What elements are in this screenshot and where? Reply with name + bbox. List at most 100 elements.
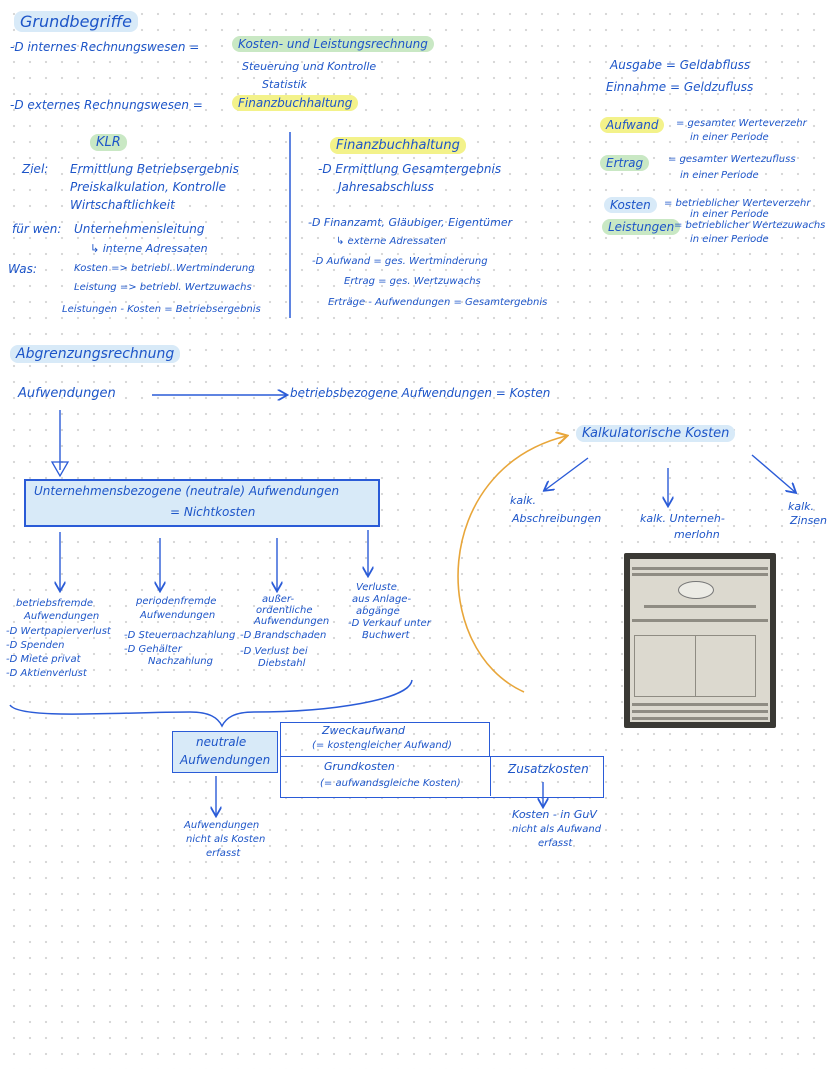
klr-was-3: Leistungen - Kosten = Betriebsergebnis bbox=[62, 304, 261, 315]
note-left-3: erfasst bbox=[206, 848, 241, 859]
klr-wen-1: Unternehmensleitung bbox=[74, 222, 205, 236]
cat1-line-1: betriebsfremde bbox=[16, 598, 94, 609]
def-leistungen-1: = betrieblicher Wertezuwachs bbox=[674, 220, 826, 231]
zusatzkosten-label: Zusatzkosten bbox=[508, 762, 589, 776]
klr-was-2: Leistung => betriebl. Wertzuwachs bbox=[74, 282, 252, 293]
cat4-line-2: aus Anlage- bbox=[352, 594, 412, 605]
klr-was-label: Was: bbox=[8, 262, 37, 276]
grundkosten-title: Grundkosten bbox=[324, 760, 395, 773]
photo-diagram-oval bbox=[678, 581, 714, 599]
def-aufwand-1: = gesamter Werteverzehr bbox=[676, 118, 807, 129]
neutrale-line-1: neutrale bbox=[196, 735, 247, 749]
cat1-item-4: -D Aktienverlust bbox=[6, 668, 87, 679]
fibu-line-3: -D Finanzamt, Gläubiger, Eigentümer bbox=[308, 216, 513, 229]
kalk-item-2-line-1: kalk. Unterneh- bbox=[640, 512, 725, 525]
external-accounting-label: -D externes Rechnungswesen = bbox=[10, 98, 203, 112]
cat1-item-1: -D Wertpapierverlust bbox=[6, 626, 111, 637]
betriebsbezogen-label: betriebsbezogene Aufwendungen = Kosten bbox=[290, 386, 551, 400]
photo-text-line bbox=[632, 703, 768, 706]
def-aufwand-2: in einer Periode bbox=[690, 132, 769, 143]
cat2-item-3: Nachzahlung bbox=[148, 656, 213, 667]
klr-heading: KLR bbox=[90, 134, 127, 151]
klr-wen-2: ↳ interne Adressaten bbox=[90, 242, 208, 255]
cat3-line-3: Aufwendungen bbox=[254, 616, 330, 627]
grundkosten-box bbox=[280, 756, 604, 798]
cat1-item-3: -D Miete privat bbox=[6, 654, 81, 665]
cat4-line-3: abgänge bbox=[356, 606, 400, 617]
klr-wen-label: für wen: bbox=[12, 222, 62, 236]
photo-table bbox=[634, 635, 756, 697]
photo-text-line bbox=[632, 567, 768, 570]
kalk-item-1-line-2: Abschreibungen bbox=[512, 512, 602, 525]
photo-text-line bbox=[632, 710, 768, 713]
internal-accounting-value: Kosten- und Leistungsrechnung bbox=[232, 36, 434, 52]
internal-accounting-label: -D internes Rechnungswesen = bbox=[10, 40, 200, 54]
cat4-item-1: -D Verkauf unter bbox=[348, 618, 431, 629]
section-title-grundbegriffe: Grundbegriffe bbox=[14, 11, 138, 32]
fibu-line-6: Ertrag = ges. Wertzuwachs bbox=[344, 276, 481, 287]
def-leistungen-2: in einer Periode bbox=[690, 234, 769, 245]
def-ertrag-1: = gesamter Wertezufluss bbox=[668, 154, 796, 165]
kalk-heading: Kalkulatorische Kosten bbox=[576, 425, 736, 442]
term-ertrag: Ertrag bbox=[600, 155, 650, 171]
external-accounting-value: Finanzbuchhaltung bbox=[232, 95, 359, 111]
cat2-item-1: -D Steuernachzahlung bbox=[124, 630, 236, 641]
zweckaufwand-title: Zweckaufwand bbox=[322, 724, 405, 737]
note-left-2: nicht als Kosten bbox=[186, 834, 266, 845]
neutrale-aufwendungen-box bbox=[172, 731, 278, 773]
note-left-1: Aufwendungen bbox=[184, 820, 260, 831]
cat4-line-1: Verluste bbox=[356, 582, 397, 593]
photo-text-line bbox=[632, 573, 768, 576]
grundkosten-sub: (= aufwandsgleiche Kosten) bbox=[320, 778, 461, 789]
cat1-item-2: -D Spenden bbox=[6, 640, 65, 651]
term-aufwand: Aufwand bbox=[600, 117, 665, 133]
klr-was-1: Kosten => betriebl. Wertminderung bbox=[74, 263, 255, 274]
klr-ziel-1: Ermittlung Betriebsergebnis bbox=[70, 162, 239, 176]
cat3-line-2: ordentliche bbox=[256, 605, 313, 616]
aufwendungen-label: Aufwendungen bbox=[18, 386, 116, 401]
cat2-line-2: Aufwendungen bbox=[140, 610, 216, 621]
term-leistungen: Leistungen bbox=[602, 219, 681, 235]
photo-text-line bbox=[644, 605, 756, 608]
neutral-expenses-box bbox=[24, 479, 380, 527]
cat2-line-1: periodenfremde bbox=[136, 596, 217, 607]
neutrale-line-2: Aufwendungen bbox=[180, 753, 271, 767]
klr-ziel-label: Ziel: bbox=[22, 162, 49, 176]
cat2-item-2: -D Gehälter bbox=[124, 644, 182, 655]
cat1-line-2: Aufwendungen bbox=[24, 611, 100, 622]
internal-sub-2: Statistik bbox=[262, 78, 307, 91]
term-kosten: Kosten bbox=[604, 197, 657, 213]
def-kosten-2: in einer Periode bbox=[690, 209, 769, 220]
cat4-item-2: Buchwert bbox=[362, 630, 410, 641]
fibu-line-7: Erträge - Aufwendungen = Gesamtergebnis bbox=[328, 297, 548, 308]
cat3-item-3: Diebstahl bbox=[258, 658, 306, 669]
kalk-item-2-line-2: merlohn bbox=[674, 528, 720, 541]
fibu-line-1: -D Ermittlung Gesamtergebnis bbox=[318, 162, 502, 176]
photo-text-line bbox=[632, 717, 768, 720]
fibu-line-5: -D Aufwand = ges. Wertminderung bbox=[312, 256, 488, 267]
klr-ziel-2: Preiskalkulation, Kontrolle bbox=[70, 180, 227, 194]
def-kosten-1: = betrieblicher Werteverzehr bbox=[664, 198, 811, 209]
note-right-3: erfasst bbox=[538, 838, 573, 849]
photo-text-line bbox=[632, 619, 768, 622]
def-einnahme: Einnahme = Geldzufluss bbox=[606, 80, 754, 94]
internal-sub-1: Steuerung und Kontrolle bbox=[242, 60, 377, 73]
note-right-2: nicht als Aufwand bbox=[512, 824, 602, 835]
kalk-item-1-line-1: kalk. bbox=[510, 494, 537, 507]
cat3-item-2: -D Verlust bei bbox=[240, 646, 308, 657]
zweckaufwand-sub: (= kostengleicher Aufwand) bbox=[312, 740, 452, 751]
neutral-box-line-2: = Nichtkosten bbox=[170, 505, 256, 519]
cat3-item-1: -D Brandschaden bbox=[240, 630, 327, 641]
kalk-item-3-line-2: Zinsen bbox=[790, 514, 828, 527]
textbook-photo bbox=[624, 553, 776, 728]
klr-ziel-3: Wirtschaftlichkeit bbox=[70, 198, 175, 212]
grundkosten-divider bbox=[490, 756, 491, 796]
fibu-line-2: Jahresabschluss bbox=[338, 180, 434, 194]
def-ertrag-2: in einer Periode bbox=[680, 170, 759, 181]
def-ausgabe: Ausgabe = Geldabfluss bbox=[610, 58, 751, 72]
abgrenzung-heading: Abgrenzungsrechnung bbox=[10, 345, 181, 363]
note-right-1: Kosten - in GuV bbox=[512, 808, 597, 821]
cat3-line-1: außer- bbox=[262, 594, 295, 605]
kalk-item-3-line-1: kalk. bbox=[788, 500, 815, 513]
